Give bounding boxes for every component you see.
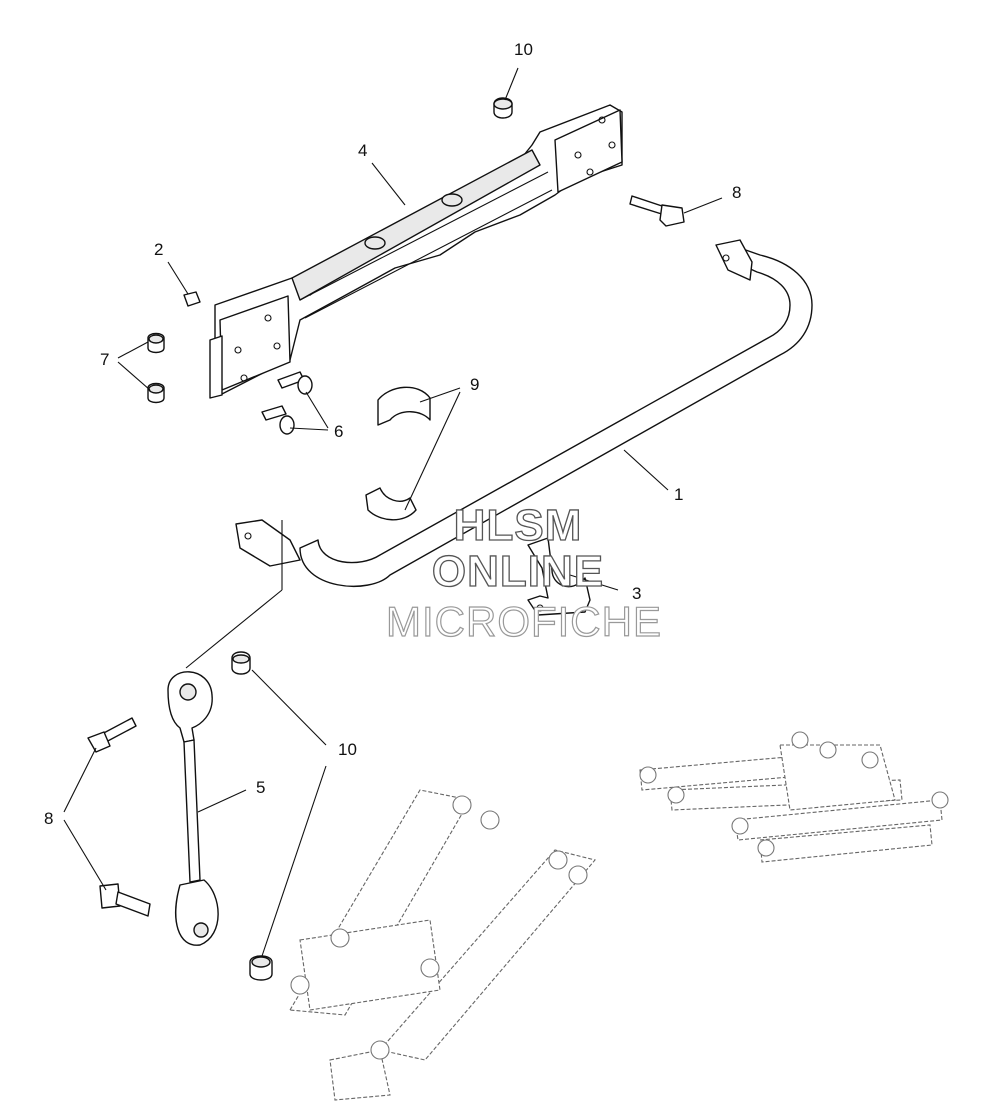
callout-9: 9 — [470, 375, 479, 394]
bolt-lower-lower-8-part — [99, 883, 151, 917]
callout-7: 7 — [100, 350, 109, 369]
nut-middle-10-part — [231, 651, 251, 675]
link-rod-part — [167, 671, 219, 946]
leader-lines — [63, 67, 723, 957]
watermark: HLSM ONLINE MICROFICHE — [385, 500, 662, 645]
bolt-lower-upper-8-part — [87, 717, 137, 753]
nut-top-part — [493, 97, 513, 119]
pin-upper-6-part — [277, 371, 313, 395]
nut-upper-7-part — [147, 332, 165, 354]
pin-lower-6-part — [261, 405, 295, 435]
watermark-line3: MICROFICHE — [386, 598, 662, 645]
callout-10-lower: 10 — [338, 740, 357, 759]
clamp-part — [527, 537, 591, 616]
stabilizer-bar-part — [235, 239, 813, 587]
callout-2: 2 — [154, 240, 163, 259]
callout-8-lower: 8 — [44, 809, 53, 828]
callout-10-top: 10 — [514, 40, 533, 59]
grease-fitting-part — [183, 291, 201, 307]
callout-5: 5 — [256, 778, 265, 797]
nut-lower-7-part — [147, 382, 165, 404]
callout-6: 6 — [334, 422, 343, 441]
callout-1: 1 — [674, 485, 683, 504]
lower-arm-assembly-reference — [289, 789, 596, 1101]
watermark-line1: HLSM — [454, 501, 583, 550]
callout-8-upper: 8 — [732, 183, 741, 202]
upper-arm-assembly-reference — [639, 731, 949, 863]
callout-4: 4 — [358, 141, 367, 160]
bushing-upper-part — [377, 386, 431, 426]
callout-labels: 10 4 8 2 7 9 6 1 3 5 10 8 — [44, 40, 741, 828]
bolt-upper-part — [629, 195, 685, 227]
watermark-line2: ONLINE — [432, 547, 604, 596]
bushing-lower-part — [365, 487, 417, 521]
callout-3: 3 — [632, 584, 641, 603]
nut-bottom-10-part — [249, 955, 273, 981]
mounting-channel-part — [209, 104, 623, 399]
